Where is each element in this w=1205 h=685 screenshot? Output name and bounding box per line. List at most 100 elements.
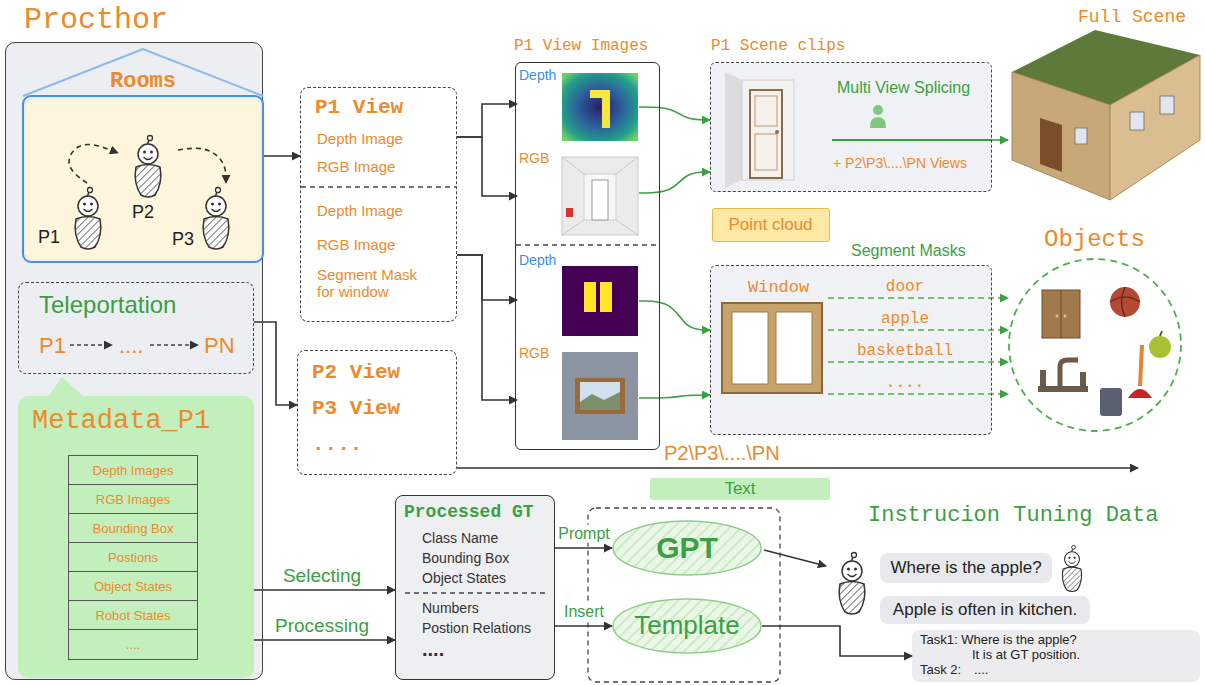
view-box: P2 ViewP3 View.... [297,350,457,475]
box-fill [5,42,263,680]
person-icon-part [870,117,886,128]
object-icons-part [1042,290,1080,338]
node-text: Task1: Where is the apple? [920,633,1077,648]
rgb-image-part [566,208,573,217]
box-fill [880,596,1090,624]
box-fill [395,495,555,680]
ellipse-outline [613,521,761,575]
object-icons-part [1100,388,1122,416]
edge-label: Insert [561,603,607,621]
object-icons-part [1061,290,1062,338]
teleport-arrow-part [70,344,112,346]
robot-agent: P1 [38,183,113,255]
section-title: Instrucion Tuning Data [868,503,1158,528]
connector [69,145,118,183]
node-text: Bounding Box [422,550,509,566]
gpt-ellipse: GPT [612,520,762,576]
object-icons-part [1128,389,1152,398]
teleport-box: TeleportationP1....PN [18,282,254,374]
node-text: Depth [519,67,556,83]
speech-bubble: Where is the apple? [880,553,1052,583]
edge-label: Prompt [555,525,613,543]
object-icons-part [1056,315,1059,318]
full-scene-house-part [1040,118,1062,172]
robot-agent: P3 [172,183,234,255]
box-fill [650,478,830,500]
view-images-box: DepthRGBDepthRGBP1 View Images [515,62,660,450]
box-fill [710,265,992,435]
object-icons-part [1140,345,1142,386]
segment-box: WindowSegment Masks [710,265,992,435]
depth-image [562,266,638,336]
node-text: P3 [172,229,194,250]
arrow-label: P2\P3\....\PN [664,442,780,465]
text-tab: Text [650,478,830,500]
node-text: Class Name [422,530,498,546]
node-text: P2 [132,202,154,223]
full-scene: Full Scene [1008,5,1202,202]
node-text: Metadata_P1 [32,406,210,437]
node-text: + P2\P3\....\PN Views [833,155,967,171]
connector [254,639,395,641]
edge-label: basketball [854,342,956,360]
object-icons-part [1160,331,1162,336]
node-text: Teleportation [39,291,176,319]
divider-line [301,187,659,593]
door-scene-clip-part [750,90,782,178]
rgb-image-part [575,378,625,414]
node-text: Object States [69,572,197,601]
robot-figure-part [75,188,101,250]
connector [457,255,517,300]
connector [254,322,297,405]
llm-container [588,508,780,682]
rgb-image-part [562,352,638,440]
node-text: It is at GT position. [972,648,1080,663]
task-box: Task1: Where is the apple?It is at GT po… [912,630,1200,682]
image-tile: Depth [517,250,639,338]
point-cloud-tag: Point cloud [712,208,830,242]
node-text: Bounding Box [69,514,197,543]
connector [457,104,517,137]
connector [457,137,517,196]
connector [639,172,710,193]
node-text: Depth [519,252,556,268]
door-scene-clip [725,72,794,188]
connector [828,393,1008,395]
node-text: Depth Images [69,456,197,485]
node-text: Postion Relations [422,620,531,636]
node-text: RGB Image [317,236,395,253]
views-arrow [457,467,1138,469]
object-icons-part [1064,315,1067,318]
object-icons [1038,287,1171,416]
window-image-part [722,303,822,393]
edge-label: door [883,278,927,296]
room-outline [23,96,263,262]
box-fill [515,62,660,450]
box-fill [18,396,254,678]
robot-figure-part [135,136,161,198]
rgb-image [562,352,638,440]
robot-agent: P2 [118,135,178,225]
person-icon-part [873,105,883,115]
connector [254,589,395,591]
node-text: Apple is often in kitchen. [880,600,1090,620]
node-text: P1 [39,333,66,358]
ellipse-outline [613,599,761,653]
edge-label: Processing [272,615,372,637]
node-text: Full Scene [1078,7,1186,28]
node-heading: Segment Masks [851,242,966,260]
box-fill [710,62,992,192]
door-scene-clip-part [755,96,777,126]
rgb-image-part [584,174,616,220]
object-icons-part [1080,372,1086,386]
node-text: P1 View [315,96,403,120]
full-scene-house-part [1012,72,1110,200]
box-fill [912,630,1200,682]
splice-arrow [832,139,992,141]
node-text: GPT [612,531,762,566]
door-scene-clip-part [755,134,777,170]
divider-line-part [405,592,545,593]
node-text: RGB Images [69,485,197,514]
object-icons-part [1040,370,1046,386]
